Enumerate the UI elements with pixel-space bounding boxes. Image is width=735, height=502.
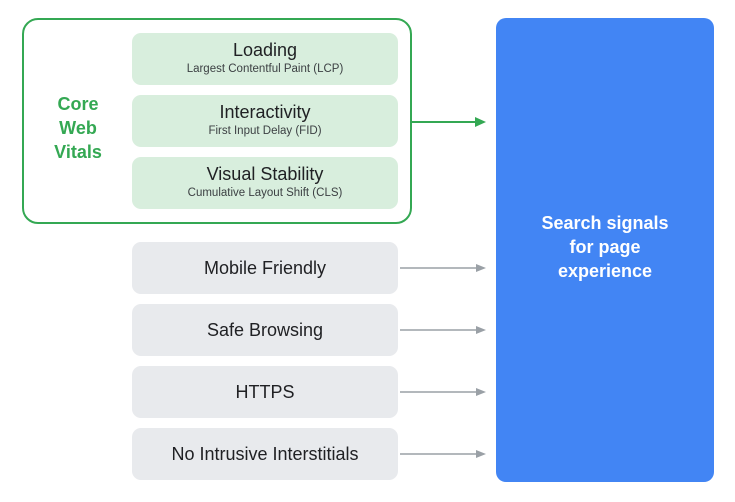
metric-subtitle: Cumulative Layout Shift (CLS): [187, 187, 343, 199]
https-arrow: [400, 388, 486, 396]
signal-safe-browsing: Safe Browsing: [132, 304, 398, 356]
metric-interactivity: Interactivity First Input Delay (FID): [132, 95, 398, 147]
cwv-label-line: Vitals: [54, 142, 102, 162]
metric-title: Interactivity: [219, 102, 311, 122]
metric-title: Visual Stability: [206, 164, 324, 184]
core-web-vitals-label: Core Web Vitals: [30, 92, 126, 164]
metric-visual-stability: Visual Stability Cumulative Layout Shift…: [132, 157, 398, 209]
mobile-friendly-arrow: [400, 264, 486, 272]
signal-https: HTTPS: [132, 366, 398, 418]
search-signals-label: Search signals for page experience: [541, 213, 669, 281]
metric-subtitle: First Input Delay (FID): [208, 125, 322, 137]
signal-mobile-friendly: Mobile Friendly: [132, 242, 398, 294]
interstitials-arrow: [400, 450, 486, 458]
metric-subtitle: Largest Contentful Paint (LCP): [186, 63, 344, 75]
cwv-arrow: [412, 117, 486, 127]
metric-title: Loading: [232, 40, 298, 60]
metric-loading: Loading Largest Contentful Paint (LCP): [132, 33, 398, 85]
search-signals-box: Search signals for page experience: [496, 18, 714, 482]
cwv-label-line: Web: [59, 118, 97, 138]
safe-browsing-arrow: [400, 326, 486, 334]
core-web-vitals-group: [22, 18, 412, 224]
signal-no-intrusive-interstitials: No Intrusive Interstitials: [132, 428, 398, 480]
cwv-label-line: Core: [57, 94, 99, 114]
